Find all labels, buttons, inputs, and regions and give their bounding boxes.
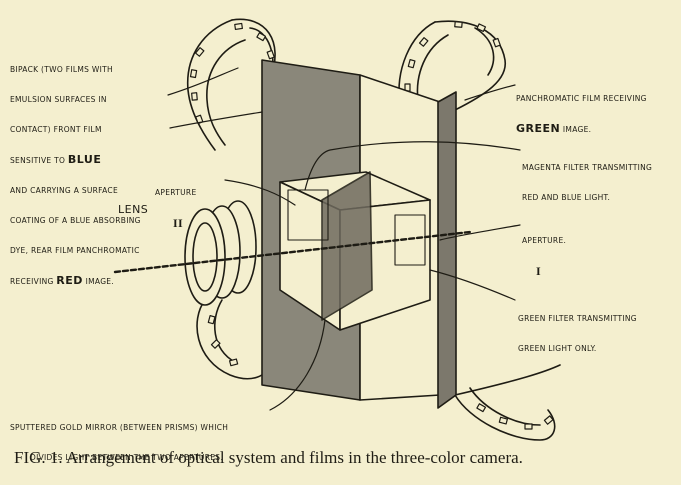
bipack-label: BIPACK (TWO FILMS WITH EMULSION SURFACES… [10, 45, 141, 297]
gold-mirror-line-1: SPUTTERED GOLD MIRROR (BETWEEN PRISMS) W… [10, 423, 229, 432]
bipack-blue-prefix: SENSITIVE TO [10, 156, 68, 165]
green-filter-label: GREEN FILTER TRANSMITTING GREEN LIGHT ON… [518, 294, 637, 364]
bipack-line-5: AND CARRYING A SURFACE [10, 186, 118, 195]
red-word: RED [56, 274, 83, 287]
bipack-red-suffix: IMAGE. [82, 277, 115, 286]
bipack-red-prefix: RECEIVING [10, 277, 57, 286]
magenta-line-2: RED AND BLUE LIGHT. [522, 193, 611, 202]
leader-lines [167, 67, 521, 411]
aperture-ii-label: APERTURE II [155, 168, 196, 238]
gold-mirror-label: SPUTTERED GOLD MIRROR (BETWEEN PRISMS) W… [10, 403, 228, 473]
aperture-ii-text: APERTURE [155, 188, 197, 197]
figure-caption: FIG. 1. Arrangement of optical system an… [14, 448, 523, 467]
optical-axis [113, 230, 472, 274]
bipack-line-3: CONTACT) FRONT FILM [10, 125, 102, 134]
magenta-filter-label: MAGENTA FILTER TRANSMITTING RED AND BLUE… [522, 143, 652, 213]
panchromatic-film-strip [398, 20, 561, 441]
green-suffix: IMAGE. [560, 125, 592, 134]
magenta-filter [287, 189, 329, 241]
bipack-line-8: RECEIVING RED IMAGE. [10, 274, 141, 287]
aperture-ii-numeral: II [173, 216, 183, 230]
panchromatic-film-plane [437, 91, 457, 409]
bipack-line-6: COATING OF A BLUE ABSORBING [10, 216, 141, 225]
bipack-line-1: BIPACK (TWO FILMS WITH [10, 65, 113, 74]
blue-word: BLUE [67, 153, 102, 166]
lens-label: LENS [118, 203, 149, 216]
aperture-i-numeral: I [536, 264, 541, 278]
gold-mirror-line-2: DIVIDES LIGHT BETWEEN THE TWO APERTURES. [30, 453, 223, 462]
green-word: GREEN [516, 122, 561, 135]
bipack-line-4: SENSITIVE TO BLUE [10, 153, 141, 166]
magenta-line-1: MAGENTA FILTER TRANSMITTING [522, 163, 653, 172]
green-filter-line-1: GREEN FILTER TRANSMITTING [518, 314, 637, 323]
panchromatic-sprocket-holes [404, 21, 554, 430]
aperture-i-text: APERTURE. [522, 236, 567, 245]
green-filter-line-2: GREEN LIGHT ONLY. [518, 344, 597, 353]
panchromatic-line-2: GREEN IMAGE. [516, 122, 647, 135]
lens-assembly [184, 200, 257, 306]
aperture-i-label: APERTURE. I [522, 216, 566, 286]
panchromatic-line-1: PANCHROMATIC FILM RECEIVING [516, 94, 647, 103]
bipack-line-2: EMULSION SURFACES IN [10, 95, 107, 104]
bipack-line-7: DYE, REAR FILM PANCHROMATIC [10, 246, 140, 255]
panchromatic-label: PANCHROMATIC FILM RECEIVING GREEN IMAGE. [516, 74, 647, 145]
